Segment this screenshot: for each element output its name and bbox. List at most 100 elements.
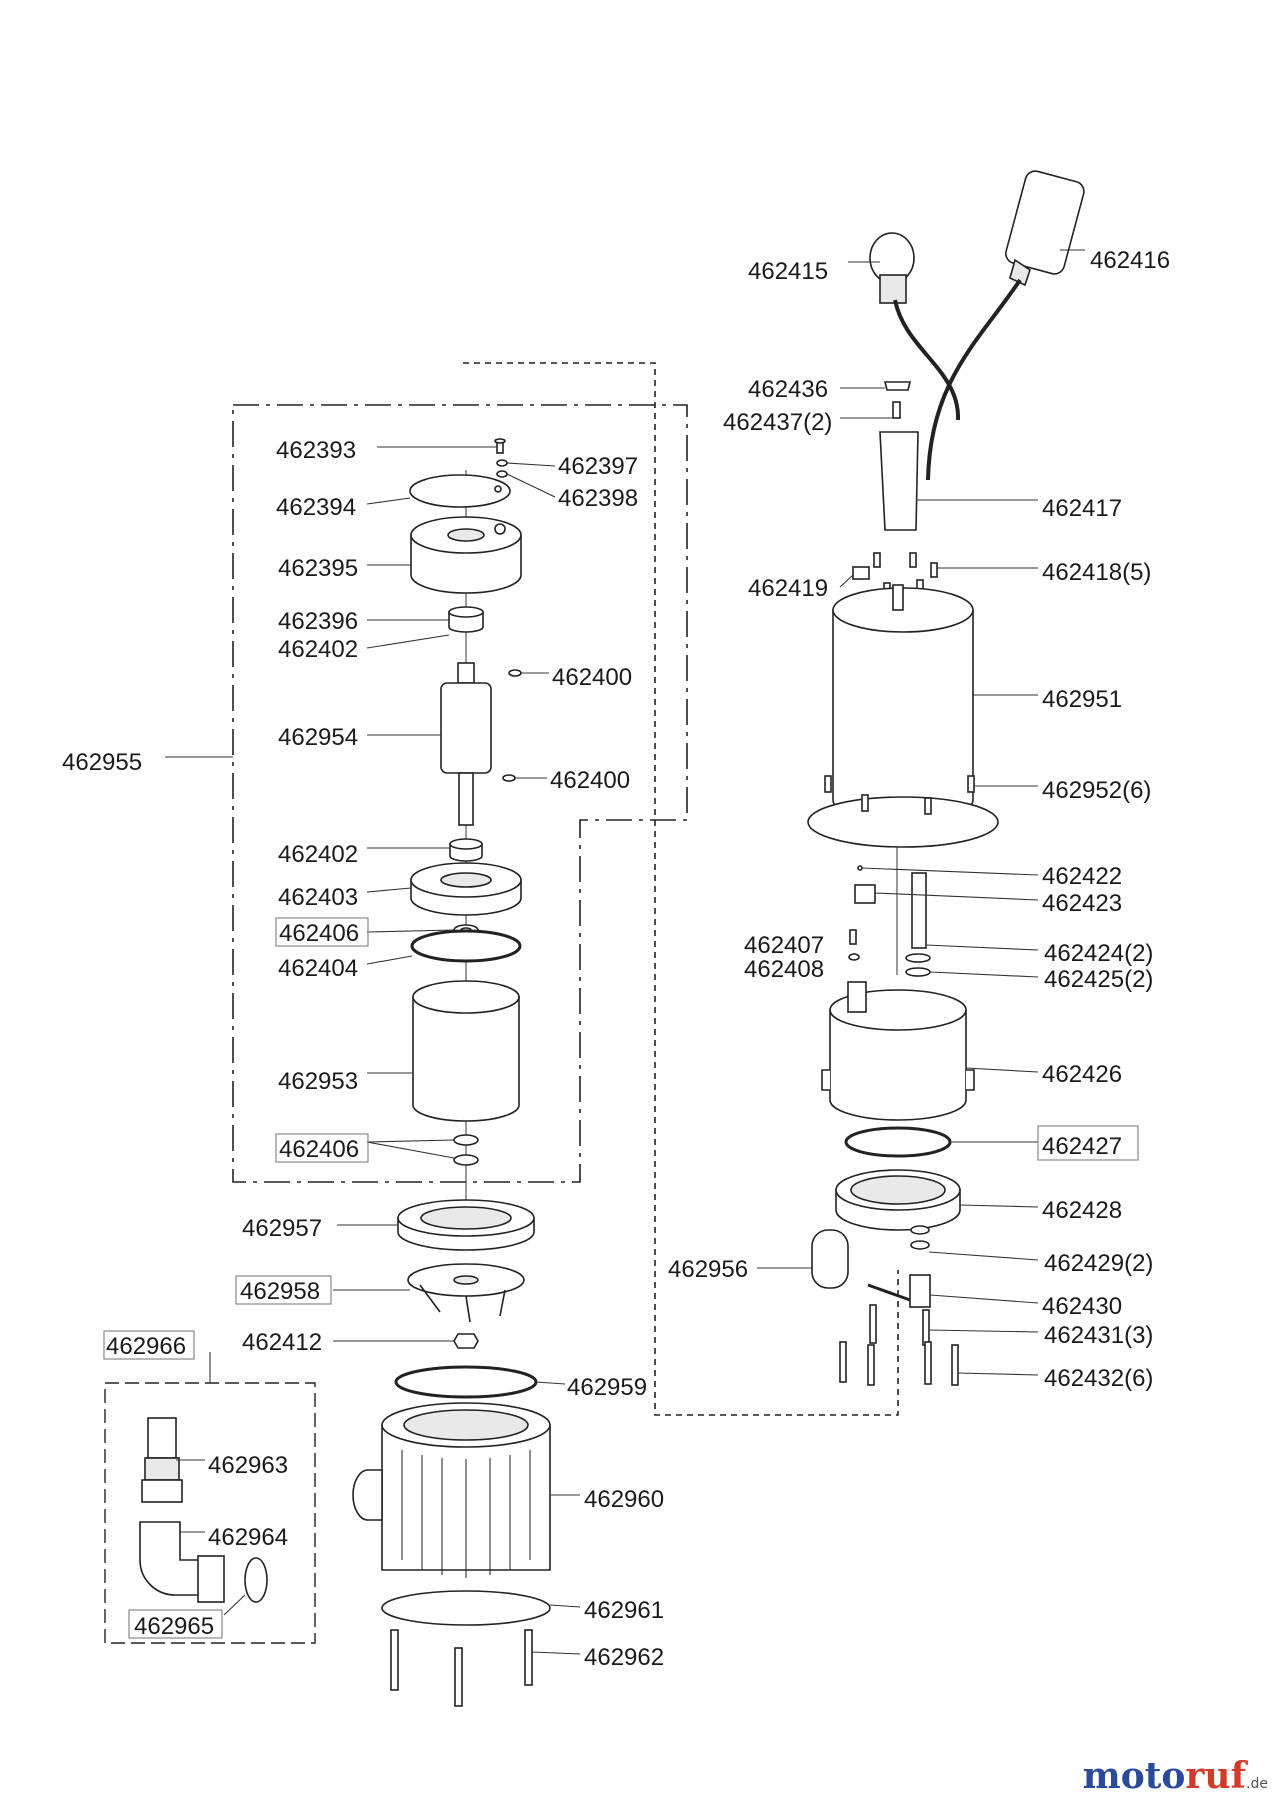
label-462431: 462431(3)	[1044, 1322, 1153, 1349]
pump-body-462960	[352, 1402, 551, 1578]
bolts-462962	[390, 1629, 533, 1707]
label-462422: 462422	[1042, 863, 1122, 890]
elbow-462964	[139, 1521, 225, 1603]
label-462400a: 462400	[552, 664, 632, 691]
label-box-462406b	[275, 1133, 369, 1163]
label-462951: 462951	[1042, 686, 1122, 713]
label-462957: 462957	[242, 1215, 322, 1242]
group-outline-motor-housing	[463, 362, 899, 1416]
brand-suffix: .de	[1246, 1776, 1268, 1792]
label-462426: 462426	[1042, 1061, 1122, 1088]
bushing-462423	[854, 884, 876, 904]
label-462404: 462404	[278, 955, 358, 982]
switch-housing-462426	[821, 981, 975, 1121]
washer-462397	[496, 459, 508, 467]
label-462436: 462436	[748, 376, 828, 403]
brand-logo: motoruf.de	[1083, 1755, 1268, 1797]
label-462428: 462428	[1042, 1197, 1122, 1224]
label-462415: 462415	[748, 258, 828, 285]
label-462419: 462419	[748, 575, 828, 602]
motor-housing-462951	[807, 584, 999, 848]
plug-462415	[869, 232, 961, 421]
clamp-462430	[867, 1274, 931, 1308]
label-462956: 462956	[668, 1256, 748, 1283]
label-462425: 462425(2)	[1044, 966, 1153, 993]
label-box-462958	[235, 1275, 332, 1305]
float-switch-462416	[926, 170, 1085, 481]
cable-guide-462417	[879, 431, 919, 531]
rotor-462954	[440, 662, 492, 826]
label-462402a: 462402	[278, 636, 358, 663]
label-462400b: 462400	[550, 767, 630, 794]
label-462955: 462955	[62, 749, 142, 776]
impeller-462958	[407, 1263, 525, 1323]
lever-462424	[911, 872, 927, 949]
brand-name-a: moto	[1083, 1755, 1186, 1797]
seal-ring-462965	[244, 1557, 268, 1603]
label-462430: 462430	[1042, 1293, 1122, 1320]
bearing-462396	[448, 606, 484, 633]
label-462406b: 462406	[279, 1136, 359, 1163]
label-462958: 462958	[240, 1278, 320, 1305]
screw-462407	[849, 929, 857, 945]
group-outline-462966	[104, 1382, 316, 1644]
label-462962: 462962	[584, 1644, 664, 1671]
label-462960: 462960	[584, 1486, 664, 1513]
nut-462419	[852, 566, 870, 580]
pump-ring-462957	[397, 1199, 535, 1251]
label-462953: 462953	[278, 1068, 358, 1095]
label-462423: 462423	[1042, 890, 1122, 917]
label-462963: 462963	[208, 1452, 288, 1479]
cover-plate-462394	[409, 474, 511, 508]
label-462429: 462429(2)	[1044, 1250, 1153, 1277]
label-462966: 462966	[106, 1333, 186, 1360]
label-462954: 462954	[278, 724, 358, 751]
hose-connector-462963	[141, 1417, 183, 1503]
label-462403: 462403	[278, 884, 358, 911]
label-462408: 462408	[744, 956, 824, 983]
label-462961: 462961	[584, 1597, 664, 1624]
pin-462422	[857, 865, 863, 871]
label-462417: 462417	[1042, 495, 1122, 522]
bearing-housing-462403	[410, 862, 522, 916]
label-462437: 462437(2)	[723, 409, 832, 436]
clips-462429	[910, 1225, 930, 1250]
label-462432: 462432(6)	[1044, 1365, 1153, 1392]
o-ring-462959	[394, 1365, 538, 1399]
screws-462952	[824, 775, 975, 815]
label-462397: 462397	[558, 453, 638, 480]
label-462406a: 462406	[279, 920, 359, 947]
o-ring-462425	[905, 953, 931, 963]
stator-462953	[412, 980, 520, 1122]
bearing-462402-lower	[449, 838, 483, 862]
label-box-462427	[1037, 1125, 1139, 1161]
label-462964: 462964	[208, 1524, 288, 1551]
label-462952: 462952(6)	[1042, 777, 1151, 804]
label-462407: 462407	[744, 932, 824, 959]
label-462427: 462427	[1042, 1133, 1122, 1160]
part-labels: 462415 462416 462436 462437(2) 462417 46…	[62, 247, 1170, 1671]
label-box-462965	[128, 1609, 223, 1639]
leader-lines	[165, 249, 1085, 1655]
circlip-462400-upper	[508, 669, 522, 677]
float-462956	[811, 1229, 849, 1289]
label-462424: 462424(2)	[1044, 940, 1153, 967]
circlip-462400-lower	[502, 774, 516, 782]
label-box-462406a	[275, 917, 369, 947]
bolts-462431	[869, 1304, 930, 1346]
label-462398: 462398	[558, 485, 638, 512]
washer-462398	[496, 470, 508, 478]
svg-text:motoruf.de: motoruf.de	[1083, 1755, 1268, 1797]
o-ring-462404	[410, 929, 522, 963]
brand-name-b: ruf	[1185, 1755, 1248, 1797]
label-462965: 462965	[134, 1613, 214, 1640]
locking-ring-462428	[835, 1169, 961, 1231]
o-ring-462425b	[905, 967, 931, 977]
washer-462408	[848, 953, 860, 961]
label-462402b: 462402	[278, 841, 358, 868]
label-462959: 462959	[567, 1374, 647, 1401]
label-box-462966	[103, 1330, 195, 1360]
label-462394: 462394	[276, 494, 356, 521]
group-outline-462955	[232, 404, 688, 1183]
